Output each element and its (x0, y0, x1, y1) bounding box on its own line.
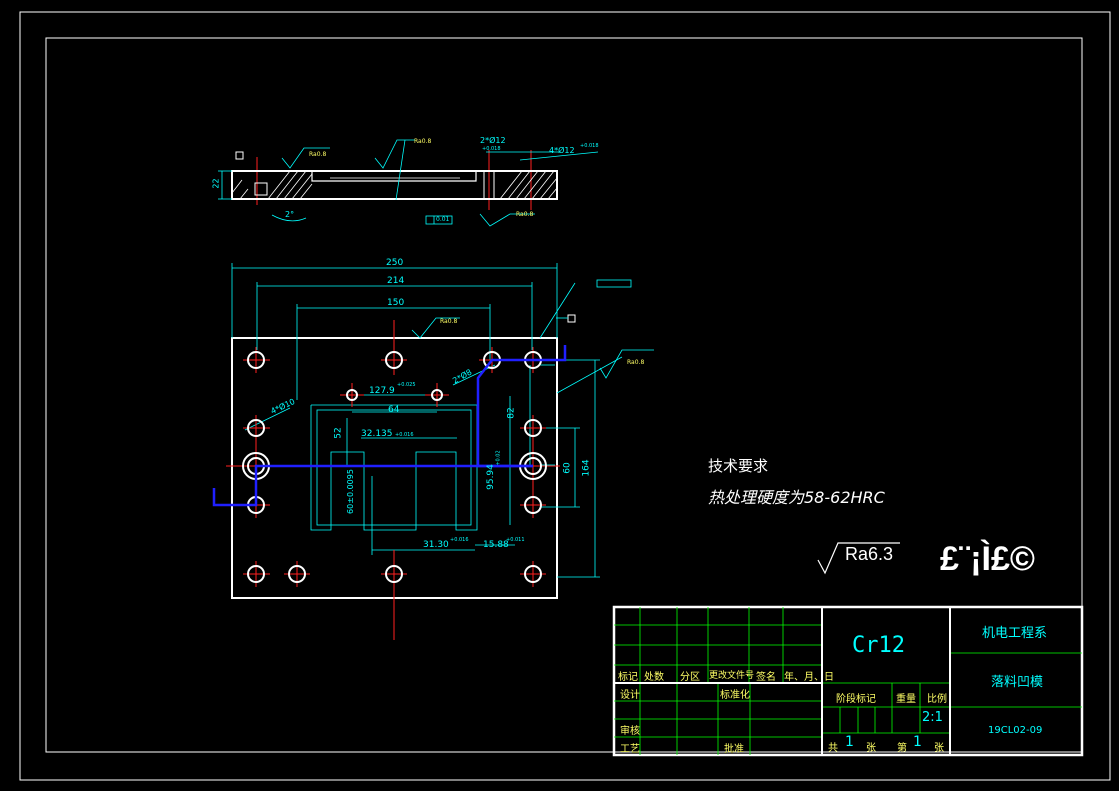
section-view (218, 139, 599, 227)
dim-hole-pitch: 214 (387, 276, 405, 286)
dim-32-tol: +0.016 (395, 432, 414, 438)
dim-32: 32.135 (361, 429, 393, 439)
dim-top-4holes-tol: +0.018 (580, 143, 599, 149)
dim-height: 164 (581, 459, 592, 477)
ra-note-5: Ra0.8 (627, 359, 645, 366)
dim-95-tol: +0.02 (495, 450, 502, 466)
outer-border (19, 11, 1111, 781)
roughness-label: Ra6.3 (845, 544, 894, 564)
material: Cr12 (852, 633, 905, 658)
dim-top-4holes: 4*Ø12 (549, 146, 575, 155)
scale-value: 2:1 (922, 710, 943, 725)
dim-82: 82 (506, 407, 517, 419)
tb-label-review: 审核 (620, 726, 640, 737)
dim-top-2holes: 2*Ø12 (480, 136, 506, 145)
tb-label-weight: 重量 (896, 694, 916, 705)
tb-label-change-doc: 更改文件号 (709, 671, 755, 681)
dim-31: 31.30 (423, 540, 449, 550)
roughness-symbol (817, 542, 900, 575)
dim-127-tol: +0.025 (397, 382, 416, 388)
tb-label-approve: 批准 (724, 744, 744, 755)
tb-sheet-index: 1 (913, 734, 922, 750)
tech-requirements-line1: 热处理硬度为58-62HRC (708, 488, 885, 507)
dim-127: 127.9 (369, 386, 395, 396)
tb-label-sheet-no: 第 (897, 743, 907, 754)
tb-label-process: 工艺 (620, 744, 640, 755)
ra-note-3: Ra0.8 (516, 211, 534, 218)
tech-requirements-title: 技术要求 (708, 457, 769, 475)
dim-flatness: 0.01 (436, 216, 450, 223)
dim-top-2holes-tol: +0.018 (482, 146, 501, 152)
drawing-number: 19CL02-09 (988, 725, 1043, 736)
ra-note-4: Ra0.8 (440, 318, 458, 325)
tb-label-mark: 标记 (618, 672, 638, 683)
dim-52: 52 (333, 427, 344, 439)
dim-thickness: 22 (211, 178, 221, 189)
tb-label-sheets: 张 (866, 743, 876, 754)
plan-view (212, 263, 654, 640)
ra-note-1: Ra0.8 (309, 151, 327, 158)
tb-label-total: 共 (828, 743, 838, 754)
dim-64: 64 (388, 405, 400, 415)
tb-label-date: 年、月、日 (784, 672, 834, 683)
dim-overall-width: 250 (386, 258, 404, 268)
tb-label-zone: 分区 (680, 672, 700, 683)
tb-total-sheets: 1 (845, 734, 854, 750)
dim-95: 95.94 (485, 464, 496, 490)
dim-inner-width: 150 (387, 298, 405, 308)
garbled-symbol-text: £¨¡Ì£© (940, 540, 1035, 578)
department: 机电工程系 (982, 626, 1048, 641)
dim-angle: 2° (285, 210, 295, 219)
tb-label-standardize: 标准化 (720, 690, 750, 701)
section-cut-line (212, 464, 533, 507)
inner-border (45, 37, 1083, 753)
dim-15: 15.88 (483, 540, 509, 550)
tb-label-count: 处数 (644, 672, 664, 683)
part-name: 落料凹模 (991, 675, 1044, 690)
tb-label-ratio: 比例 (927, 694, 947, 705)
dim-31-tol: +0.016 (450, 537, 469, 543)
dim-60-tol: 60±0.0095 (345, 469, 355, 514)
dim-15-tol: +0.011 (506, 537, 525, 543)
dim-60: 60 (562, 462, 573, 474)
ra-note-2: Ra0.8 (414, 138, 432, 145)
tb-label-sheets2: 张 (934, 743, 944, 754)
title-block-grid (612, 605, 1084, 757)
tb-label-sign: 签名 (756, 672, 776, 683)
tb-label-design: 设计 (620, 690, 640, 701)
tb-label-stage-mark: 阶段标记 (836, 694, 876, 705)
